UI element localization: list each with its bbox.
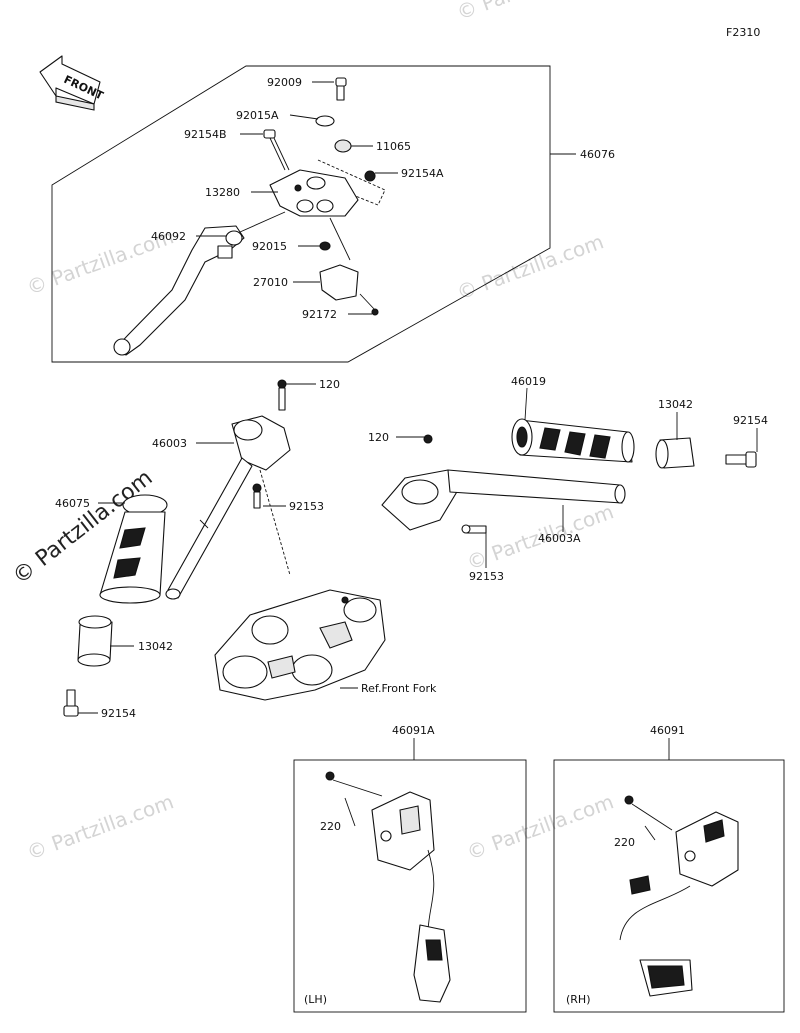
callout-13280: 13280: [205, 186, 240, 199]
callout-120-rh: 120: [368, 431, 389, 444]
fork-top-bracket: [214, 589, 386, 701]
switch-box-lh: [293, 759, 527, 1013]
callout-27010: 27010: [253, 276, 288, 289]
callout-92153-lh: 92153: [289, 500, 324, 513]
leader-lines: [78, 81, 758, 714]
switch-housing-rh: [619, 795, 739, 997]
callout-46092: 46092: [151, 230, 186, 243]
figure-id: F2310: [726, 26, 760, 39]
clutch-lever-assembly: [113, 77, 386, 356]
callout-46076: 46076: [580, 148, 615, 161]
callout-46075: 46075: [55, 497, 90, 510]
bar-end-weight-rh: [655, 437, 757, 469]
watermark: © Partzilla.com: [24, 789, 177, 864]
callout-46003: 46003: [152, 437, 187, 450]
callout-13042-rh: 13042: [658, 398, 693, 411]
callout-46091A: 46091A: [392, 724, 435, 737]
watermark: © Partzilla.com: [464, 789, 617, 864]
callout-ref-front-fork: Ref.Front Fork: [361, 682, 437, 695]
callout-46003A: 46003A: [538, 532, 581, 545]
callout-13042-lh: 13042: [138, 640, 173, 653]
grip-rh: [511, 418, 635, 463]
callout-92015: 92015: [252, 240, 287, 253]
switch-housing-lh: [325, 771, 451, 1003]
callout-46019: 46019: [511, 375, 546, 388]
bar-end-weight-lh: [63, 615, 113, 717]
assembly-box-46076: [51, 65, 551, 363]
callout-46091: 46091: [650, 724, 685, 737]
callout-120-lh: 120: [319, 378, 340, 391]
callout-220-lh: 220: [320, 820, 341, 833]
side-label-rh: (RH): [566, 993, 591, 1006]
callout-92154B: 92154B: [184, 128, 227, 141]
side-label-lh: (LH): [304, 993, 327, 1006]
callout-92154-lh: 92154: [101, 707, 136, 720]
watermark: © Partzilla.com: [454, 0, 607, 25]
handlebar-lh: [165, 379, 291, 600]
grip-lh: [99, 494, 168, 604]
callout-92154A: 92154A: [401, 167, 444, 180]
front-arrow-icon: FRONT: [39, 55, 106, 111]
callout-92153-rh: 92153: [469, 570, 504, 583]
callout-11065: 11065: [376, 140, 411, 153]
callout-92009: 92009: [267, 76, 302, 89]
handlebar-rh: [381, 434, 626, 534]
callout-92154-rh: 92154: [733, 414, 768, 427]
callout-92015A: 92015A: [236, 109, 279, 122]
callout-220-rh: 220: [614, 836, 635, 849]
callout-92172: 92172: [302, 308, 337, 321]
callout-labels: 92009 92015A 92154B 11065 92154A 13280 4…: [55, 76, 768, 849]
watermark: © Partzilla.com: [454, 229, 607, 304]
